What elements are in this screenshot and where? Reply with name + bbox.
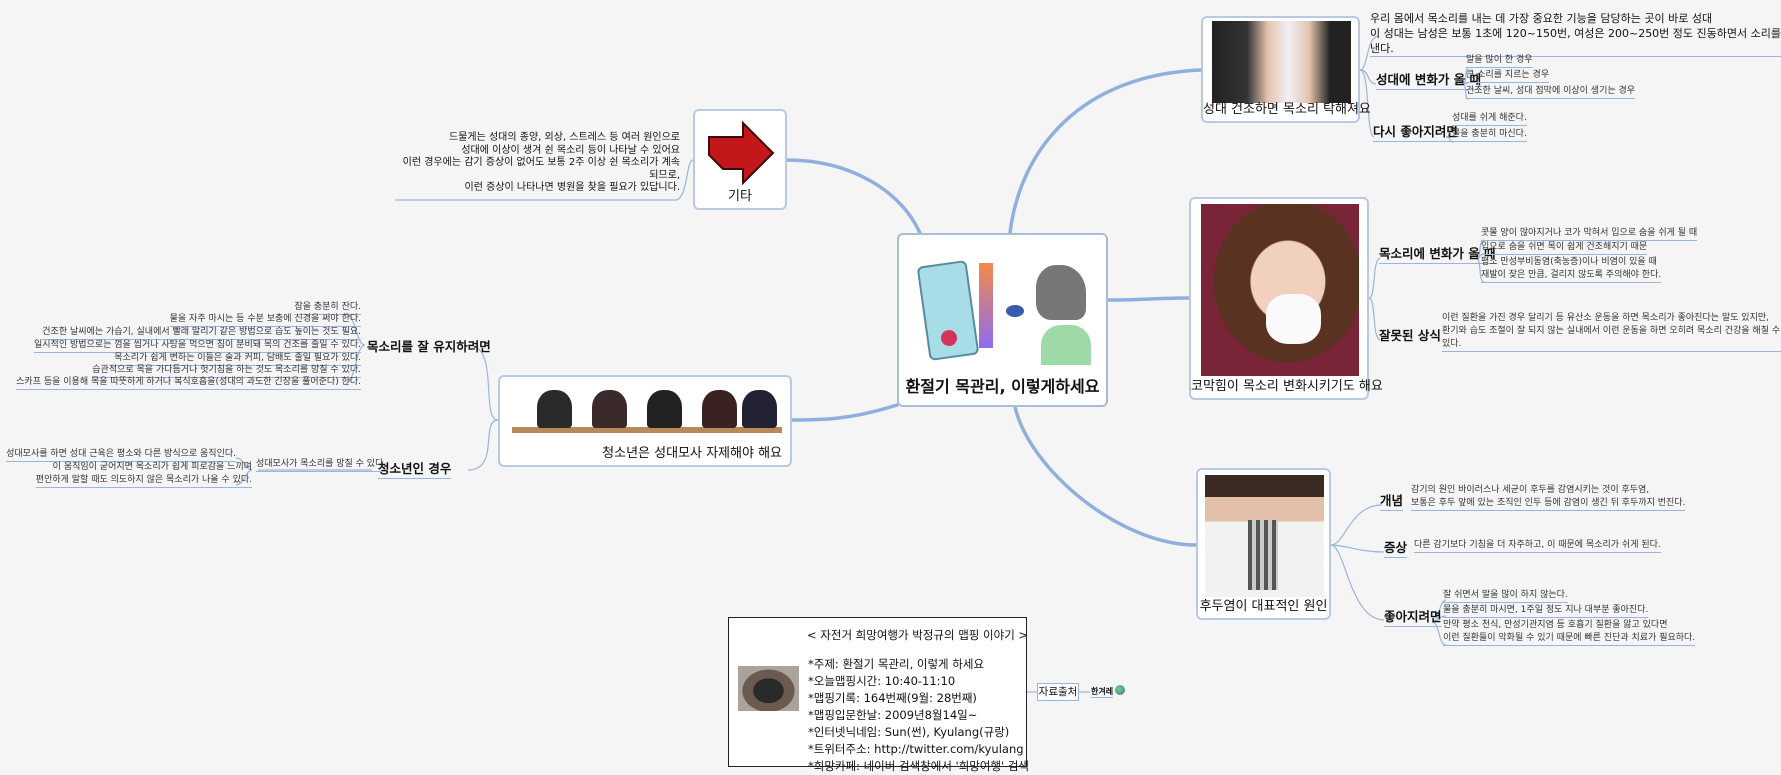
- topic-title: 기타: [728, 189, 752, 204]
- list-item: 스카프 등을 이용해 목을 따뜻하게 하거나 복식호흡을(성대의 과도한 긴장을…: [16, 376, 361, 390]
- students-at-desk-image: [512, 382, 782, 442]
- list-item: 물을 자주 마시는 등 수분 보충에 신경을 써야 한다.: [169, 313, 361, 327]
- myth-text: 이런 질환을 가진 경우 달리기 등 유산소 운동을 하면 목소리가 좋아진다는…: [1442, 312, 1781, 352]
- topic-title: 청소년은 성대모사 자제해야 해요: [602, 446, 782, 461]
- list-item: 이 움직임이 굳어지면 목소리가 쉽게 피로감을 느끼며 편안하게 말할 때도 …: [35, 461, 252, 488]
- woman-touching-neck-image: [1212, 21, 1351, 103]
- info-heading: < 자전거 희망여행가 박정규의 맵핑 이야기 >: [807, 628, 1029, 642]
- list-item: 성대모사가 목소리를 망칠 수 있다.: [256, 458, 387, 472]
- list-item: 만약 평소 천식, 만성기관지염 등 호흡기 질환을 앓고 있다면 이런 질환들…: [1443, 619, 1696, 646]
- subtopic-label: 다시 좋아지려면: [1373, 121, 1458, 142]
- student-figure: [742, 390, 777, 428]
- source-label: 자료출처: [1037, 683, 1079, 701]
- list-item: 말을 많이 한 경우: [1466, 54, 1533, 68]
- list-item: 물을 충분히 마신다.: [1452, 128, 1527, 142]
- list-item: 건조한 날씨에는 가습기, 실내에서 빨래 말리기 같은 방법으로 습도 높이는…: [42, 326, 361, 340]
- list-item: 습관적으로 목을 가다듬거나 헛기침을 하는 것도 목소리를 망칠 수 있다.: [92, 364, 361, 378]
- list-item: 큰 소리를 지르는 경우: [1466, 69, 1550, 83]
- topic-title: 성대 건조하면 목소리 탁해져요: [1203, 102, 1371, 117]
- list-item: 성대모사를 하면 성대 근육은 평소와 다른 방식으로 움직인다.: [6, 448, 236, 462]
- globe-link-icon[interactable]: [1115, 685, 1125, 695]
- red-arrow-icon: [708, 120, 775, 186]
- topic-node-teen[interactable]: 청소년은 성대모사 자제해야 해요: [498, 375, 792, 467]
- tissue-icon: [1266, 294, 1321, 344]
- student-figure: [537, 390, 572, 428]
- person-head-icon: [1036, 265, 1086, 320]
- info-line: *희망카페: 네이버 검색창에서 '희망여행' 검색: [808, 759, 1030, 773]
- central-illustration: [911, 255, 1096, 370]
- list-item: 물을 충분히 마시면, 1주일 정도 지나 대부분 좋아진다.: [1443, 604, 1649, 618]
- info-line[interactable]: *인터넷닉네임: Sun(썬), Kyulang(규랑): [808, 725, 1010, 739]
- woman-sneezing-image: [1201, 204, 1359, 376]
- subtopic-label: 청소년인 경우: [378, 458, 452, 479]
- subtopic-label: 좋아지려면: [1384, 606, 1442, 627]
- list-item: 평소 만성부비동염(축농증)이나 비염이 있을 때 재발이 잦은 만큼, 걸리지…: [1481, 256, 1662, 283]
- list-item: 일시적인 방법으로는 껌을 씹거나 사탕을 먹으면 침이 분비돼 목의 건조를 …: [34, 339, 361, 353]
- info-lines: *주제: 환절기 목관리, 이렇게 하세요 *오늘맵핑시간: 10:40-11:…: [808, 656, 1029, 775]
- list-item: 콧물 양이 많아지거나 코가 막혀서 입으로 숨을 쉬게 될 때: [1481, 227, 1698, 241]
- person-body-icon: [1041, 325, 1091, 365]
- source-link[interactable]: 한겨레: [1091, 685, 1125, 698]
- student-figure: [647, 390, 682, 428]
- topic-node-laryngitis[interactable]: 후두염이 대표적인 원인: [1196, 468, 1331, 620]
- info-line[interactable]: *트위터주소: http://twitter.com/kyulang: [808, 742, 1024, 756]
- list-item: 목소리가 쉽게 변하는 이들은 술과 커피, 담배도 줄일 필요가 있다.: [114, 352, 361, 366]
- subtopic-label: 개념: [1380, 490, 1404, 511]
- list-item: 입으로 숨을 쉬면 목이 쉽게 건조해지기 때문: [1481, 241, 1648, 255]
- symptom-text: 다른 감기보다 기침을 더 자주하고, 이 때문에 목소리가 쉬게 된다.: [1414, 539, 1661, 553]
- list-item: 성대를 쉬게 해준다.: [1452, 112, 1527, 126]
- topic-node-etc[interactable]: 기타: [693, 109, 787, 210]
- topic-node-dry-vocal[interactable]: 성대 건조하면 목소리 탁해져요: [1201, 16, 1371, 123]
- student-figure: [702, 390, 737, 428]
- central-topic-node[interactable]: 환절기 목관리, 이렇게하세요: [897, 233, 1108, 407]
- topic-title: 후두염이 대표적인 원인: [1199, 599, 1328, 614]
- central-topic-title: 환절기 목관리, 이렇게하세요: [905, 377, 1100, 396]
- subtopic-label: 목소리를 잘 유지하려면: [367, 339, 491, 354]
- list-item: 잠을 충분히 잔다.: [294, 301, 361, 315]
- student-figure: [592, 390, 627, 428]
- subtopic-label: 잘못된 상식: [1379, 328, 1441, 343]
- info-line: *주제: 환절기 목관리, 이렇게 하세요: [808, 657, 985, 671]
- subtopic-label: 목소리에 변화가 올 때: [1379, 243, 1496, 264]
- list-item: 잘 쉬면서 말을 많이 하지 않는다.: [1443, 589, 1568, 603]
- topic-node-nasal-congestion[interactable]: 코막힘이 목소리 변화시키기도 해요: [1189, 197, 1383, 400]
- concept-text: 감기의 원인 바이러스나 세균이 후두를 감염시키는 것이 후두염, 보통은 후…: [1411, 484, 1686, 511]
- info-line: *맵핑입문한날: 2009년8월14일~: [808, 708, 978, 722]
- topic-title: 코막힘이 목소리 변화시키기도 해요: [1191, 379, 1383, 394]
- author-photo: [738, 666, 799, 711]
- info-line: *오늘맵핑시간: 10:40-11:10: [808, 674, 956, 688]
- scarf-icon: [1248, 520, 1278, 590]
- subtopic-label: 성대에 변화가 올 때: [1376, 69, 1482, 90]
- microphone-icon: [1006, 305, 1024, 317]
- source-value: 한겨레: [1091, 687, 1114, 696]
- arrow-down-icon: [979, 263, 993, 348]
- mapping-info-box: < 자전거 희망여행가 박정규의 맵핑 이야기 > *주제: 환절기 목관리, …: [728, 617, 1029, 773]
- info-line: *맵핑기록: 164번째(9월: 28번째): [808, 691, 977, 705]
- list-item: 건조한 날씨, 성대 점막에 이상이 생기는 경우: [1466, 85, 1636, 99]
- vocal-cord-intro-text: 우리 몸에서 목소리를 내는 데 가장 중요한 기능을 담당하는 곳이 바로 성…: [1370, 12, 1781, 57]
- etc-description-text: 드물게는 성대의 종양, 외상, 스트레스 등 여러 원인으로 성대에 이상이 …: [402, 132, 680, 193]
- subtopic-label: 증상: [1384, 537, 1408, 558]
